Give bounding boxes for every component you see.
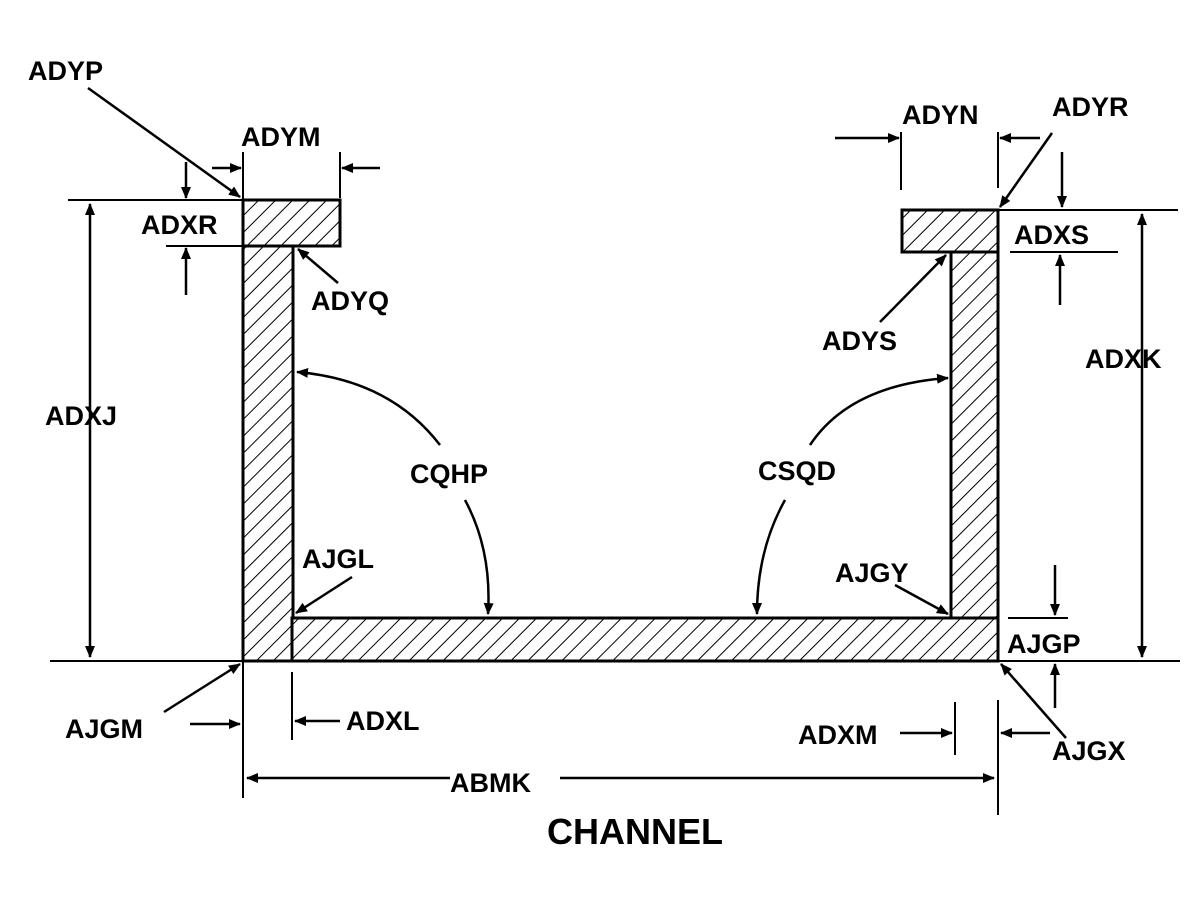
right-web: [949, 250, 1000, 620]
label-ajgx: AJGX: [1052, 736, 1126, 766]
label-adxk: ADXK: [1085, 344, 1162, 374]
label-adxs: ADXS: [1014, 220, 1089, 250]
diagram-title: CHANNEL: [547, 811, 723, 852]
label-adxm: ADXM: [798, 720, 878, 750]
dimension-arrows: [85, 133, 1147, 783]
label-csqd: CSQD: [758, 456, 836, 486]
label-adxj: ADXJ: [45, 401, 117, 431]
channel-shape: [241, 198, 1000, 663]
label-ajgp: AJGP: [1007, 629, 1081, 659]
leader-lines: [87, 86, 1067, 739]
label-abmk: ABMK: [450, 768, 531, 798]
label-ajgm: AJGM: [65, 714, 143, 744]
label-adxl: ADXL: [346, 706, 420, 736]
label-adyn: ADYN: [902, 100, 979, 130]
right-flange-tip: [900, 208, 1000, 254]
left-flange-tip: [241, 198, 342, 248]
label-adym: ADYM: [241, 122, 321, 152]
left-web: [241, 244, 295, 663]
label-ajgy: AJGY: [835, 558, 909, 588]
extension-lines: [50, 132, 1180, 815]
bottom-flange: [290, 616, 1000, 663]
label-adyq: ADYQ: [311, 286, 389, 316]
label-ajgl: AJGL: [302, 544, 374, 574]
labels: ADYP ADYM ADXR ADYQ ADXJ CQHP AJGL AJGM …: [28, 56, 1162, 852]
label-adyr: ADYR: [1052, 92, 1129, 122]
label-adyp: ADYP: [28, 56, 103, 86]
label-cqhp: CQHP: [410, 459, 488, 489]
label-adys: ADYS: [822, 326, 897, 356]
label-adxr: ADXR: [141, 210, 218, 240]
